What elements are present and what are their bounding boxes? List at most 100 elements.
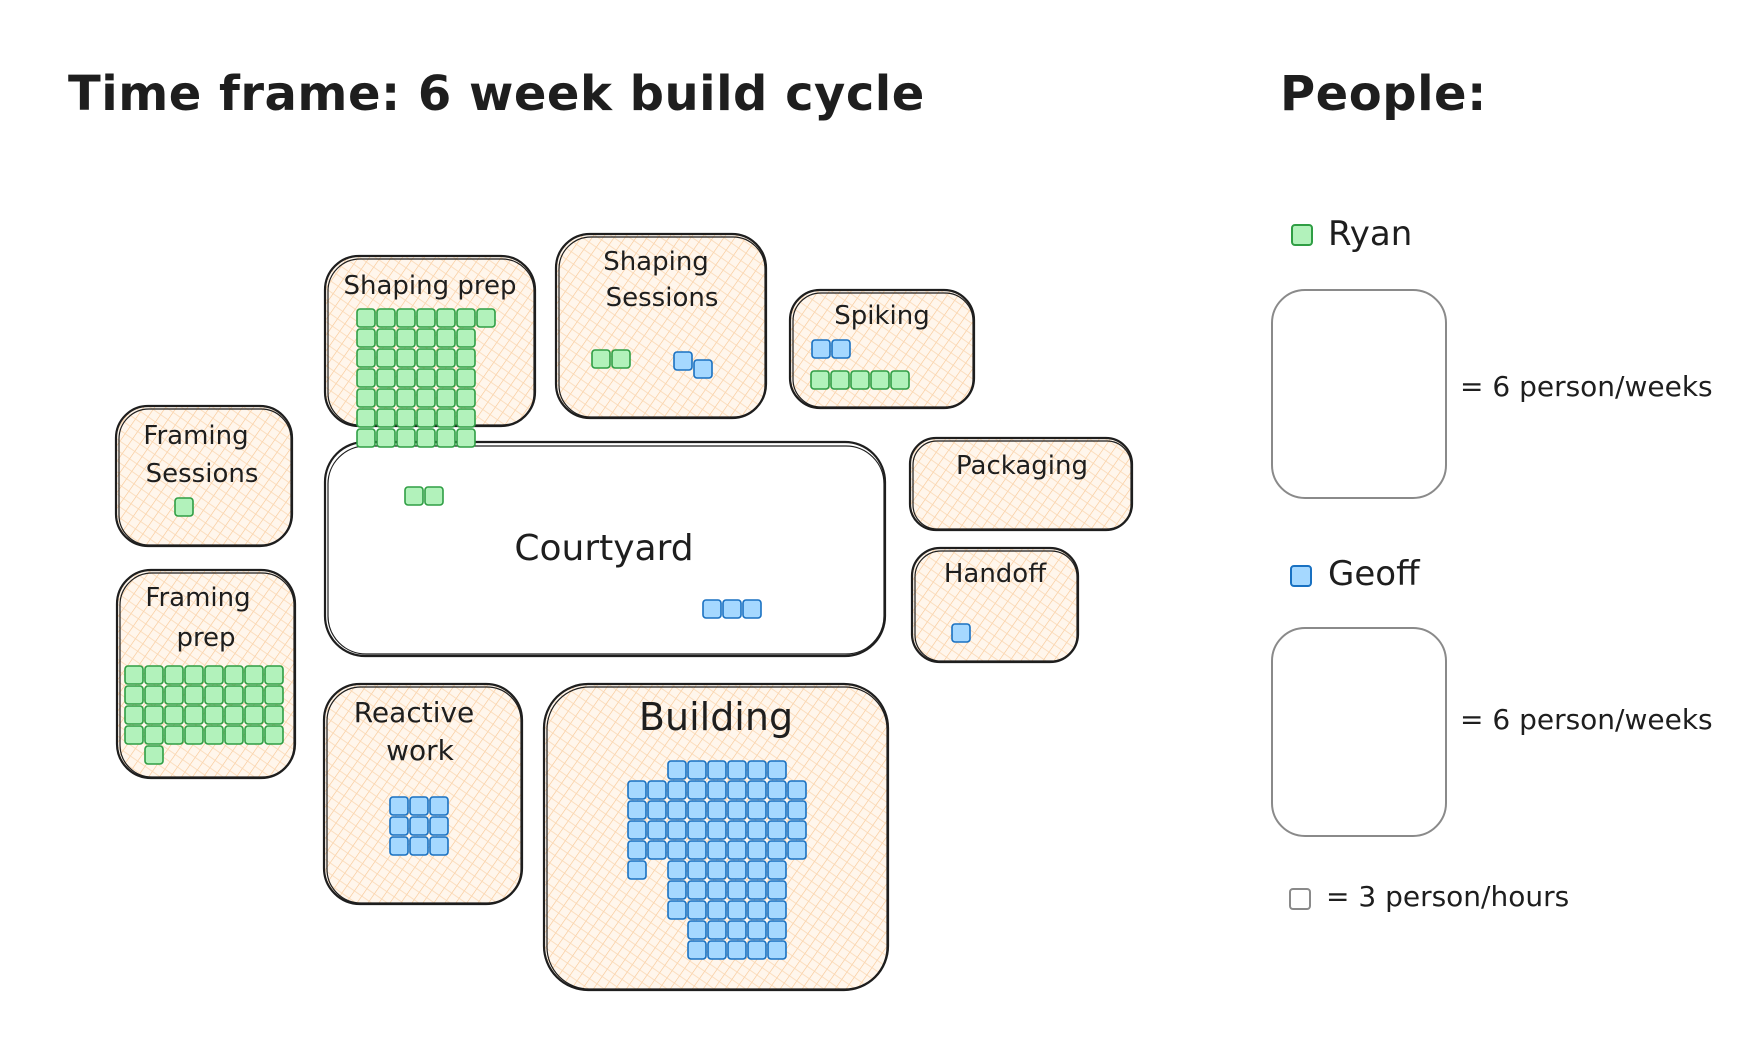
ryan-unit-shaping-prep (396, 428, 416, 448)
ryan-unit-framing-prep (184, 665, 204, 685)
ryan-unit-shaping-prep (436, 408, 456, 428)
geoff-unit-building (767, 880, 787, 900)
geoff-unit-building (787, 780, 807, 800)
geoff-unit-building (627, 860, 647, 880)
geoff-unit-reactive-work (409, 816, 429, 836)
geoff-unit-building (707, 760, 727, 780)
geoff-unit-building (787, 800, 807, 820)
geoff-unit-building (767, 760, 787, 780)
ryan-unit-framing-prep (184, 725, 204, 745)
area-label: Spiking (834, 301, 930, 331)
legend-geoff-box (1271, 627, 1447, 837)
ryan-swatch-icon (1291, 224, 1313, 246)
ryan-unit-shaping-prep (376, 388, 396, 408)
geoff-unit-building (647, 800, 667, 820)
area-framing-sessions: Framing Sessions (114, 404, 294, 548)
ryan-unit-shaping-prep (456, 368, 476, 388)
area-packaging: Packaging (908, 436, 1134, 532)
area-box-outline (118, 408, 292, 546)
legend-ryan-name: Ryan (1328, 214, 1413, 254)
geoff-unit-building (727, 860, 747, 880)
ryan-unit-spiking (830, 370, 850, 390)
ryan-unit-shaping-prep (396, 408, 416, 428)
geoff-unit-shaping-sessions (673, 351, 693, 371)
geoff-unit-building (667, 780, 687, 800)
ryan-unit-framing-prep (204, 705, 224, 725)
ryan-unit-framing-prep (204, 725, 224, 745)
legend-unit-equals: = 3 person/hours (1326, 880, 1570, 913)
ryan-unit-shaping-prep (476, 308, 496, 328)
ryan-unit-shaping-prep (356, 428, 376, 448)
ryan-unit-framing-prep (224, 685, 244, 705)
geoff-unit-building (747, 840, 767, 860)
geoff-unit-building (627, 800, 647, 820)
legend-ryan-box (1271, 289, 1447, 499)
geoff-unit-building (687, 820, 707, 840)
ryan-unit-shaping-prep (376, 328, 396, 348)
ryan-unit-shaping-prep (376, 368, 396, 388)
geoff-unit-building (627, 840, 647, 860)
geoff-unit-building (767, 800, 787, 820)
ryan-unit-framing-prep (164, 725, 184, 745)
geoff-unit-building (787, 820, 807, 840)
ryan-unit-shaping-prep (416, 388, 436, 408)
legend-geoff-equals: = 6 person/weeks (1460, 703, 1713, 736)
geoff-unit-building (667, 880, 687, 900)
geoff-unit-building (747, 940, 767, 960)
ryan-unit-framing-prep (264, 665, 284, 685)
geoff-unit-courtyard (702, 599, 722, 619)
ryan-unit-shaping-prep (456, 308, 476, 328)
geoff-unit-building (687, 840, 707, 860)
geoff-unit-building (707, 880, 727, 900)
geoff-unit-building (647, 780, 667, 800)
geoff-unit-building (667, 900, 687, 920)
ryan-unit-framing-prep (124, 665, 144, 685)
ryan-unit-framing-prep (124, 725, 144, 745)
geoff-unit-building (647, 840, 667, 860)
ryan-unit-framing-prep (164, 665, 184, 685)
geoff-unit-building (787, 840, 807, 860)
geoff-unit-building (687, 920, 707, 940)
area-box (114, 404, 294, 548)
geoff-unit-building (767, 860, 787, 880)
ryan-unit-shaping-prep (416, 328, 436, 348)
geoff-unit-building (707, 860, 727, 880)
ryan-unit-courtyard (424, 486, 444, 506)
geoff-unit-building (707, 820, 727, 840)
geoff-unit-building (747, 860, 767, 880)
geoff-unit-building (727, 780, 747, 800)
geoff-unit-building (687, 900, 707, 920)
geoff-unit-courtyard (722, 599, 742, 619)
ryan-unit-framing-prep (244, 705, 264, 725)
geoff-unit-building (707, 940, 727, 960)
geoff-unit-building (767, 780, 787, 800)
geoff-unit-building (707, 780, 727, 800)
ryan-unit-framing-prep (244, 665, 264, 685)
ryan-unit-framing-prep (144, 665, 164, 685)
geoff-unit-reactive-work (389, 836, 409, 856)
area-label: Courtyard (514, 528, 693, 569)
geoff-unit-reactive-work (429, 816, 449, 836)
ryan-unit-framing-prep (164, 705, 184, 725)
geoff-unit-building (767, 900, 787, 920)
ryan-unit-shaping-prep (436, 388, 456, 408)
geoff-unit-shaping-sessions (693, 359, 713, 379)
geoff-unit-building (747, 900, 767, 920)
area-box-outline (326, 686, 522, 904)
ryan-unit-spiking (890, 370, 910, 390)
geoff-unit-building (707, 900, 727, 920)
area-label-line1: Reactive (354, 696, 475, 729)
area-box-outline (546, 686, 888, 990)
area-label-line2: Sessions (606, 283, 719, 313)
area-box-outline (914, 550, 1078, 662)
ryan-unit-courtyard (404, 486, 424, 506)
area-box-outline (327, 445, 885, 655)
ryan-unit-shaping-prep (416, 408, 436, 428)
ryan-unit-shaping-prep (456, 388, 476, 408)
ryan-unit-shaping-prep (436, 368, 456, 388)
ryan-unit-framing-sessions (174, 497, 194, 517)
geoff-unit-building (687, 760, 707, 780)
ryan-unit-shaping-prep (456, 328, 476, 348)
ryan-unit-framing-prep (144, 705, 164, 725)
